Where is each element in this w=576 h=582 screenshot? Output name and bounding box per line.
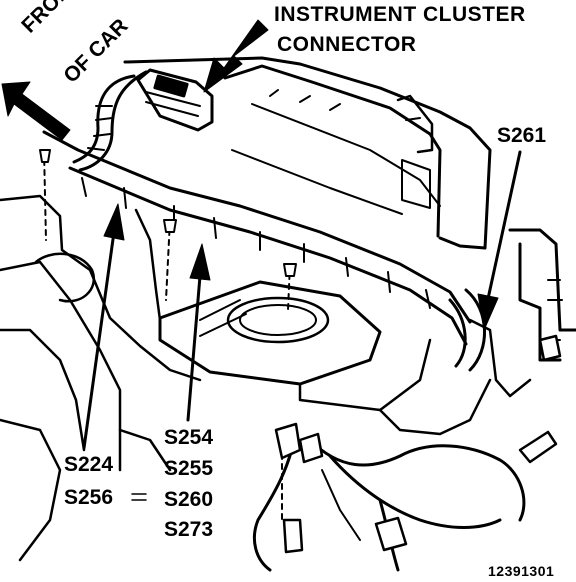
fasteners	[39, 149, 297, 277]
figure-number: 12391301	[488, 563, 555, 579]
splice-label-s224: S224	[64, 453, 114, 476]
cluster-leader-arrow	[203, 19, 269, 93]
instrument-panel-housing	[123, 56, 492, 250]
splice-label-s256: S256	[64, 486, 114, 509]
lower-structure	[0, 194, 202, 562]
splice-label-s261: S261	[497, 124, 547, 147]
instrument-cluster-label: INSTRUMENT CLUSTER	[274, 3, 526, 26]
approx-mark	[131, 493, 147, 501]
small-connectors	[274, 334, 562, 554]
heater-module	[158, 280, 492, 436]
splice-label-s255: S255	[164, 457, 214, 480]
fastener-lines	[43, 149, 291, 311]
front-arrow	[1, 81, 71, 141]
cluster-connector	[136, 68, 214, 132]
connector-label: CONNECTOR	[277, 33, 417, 56]
s224-leader	[82, 203, 125, 450]
splice-label-s260: S260	[164, 488, 214, 511]
splice-label-s273: S273	[164, 518, 214, 541]
dash-panel	[42, 130, 472, 346]
s261-leader	[477, 150, 522, 331]
s254-leader	[186, 243, 211, 422]
splice-label-s254: S254	[164, 426, 214, 449]
